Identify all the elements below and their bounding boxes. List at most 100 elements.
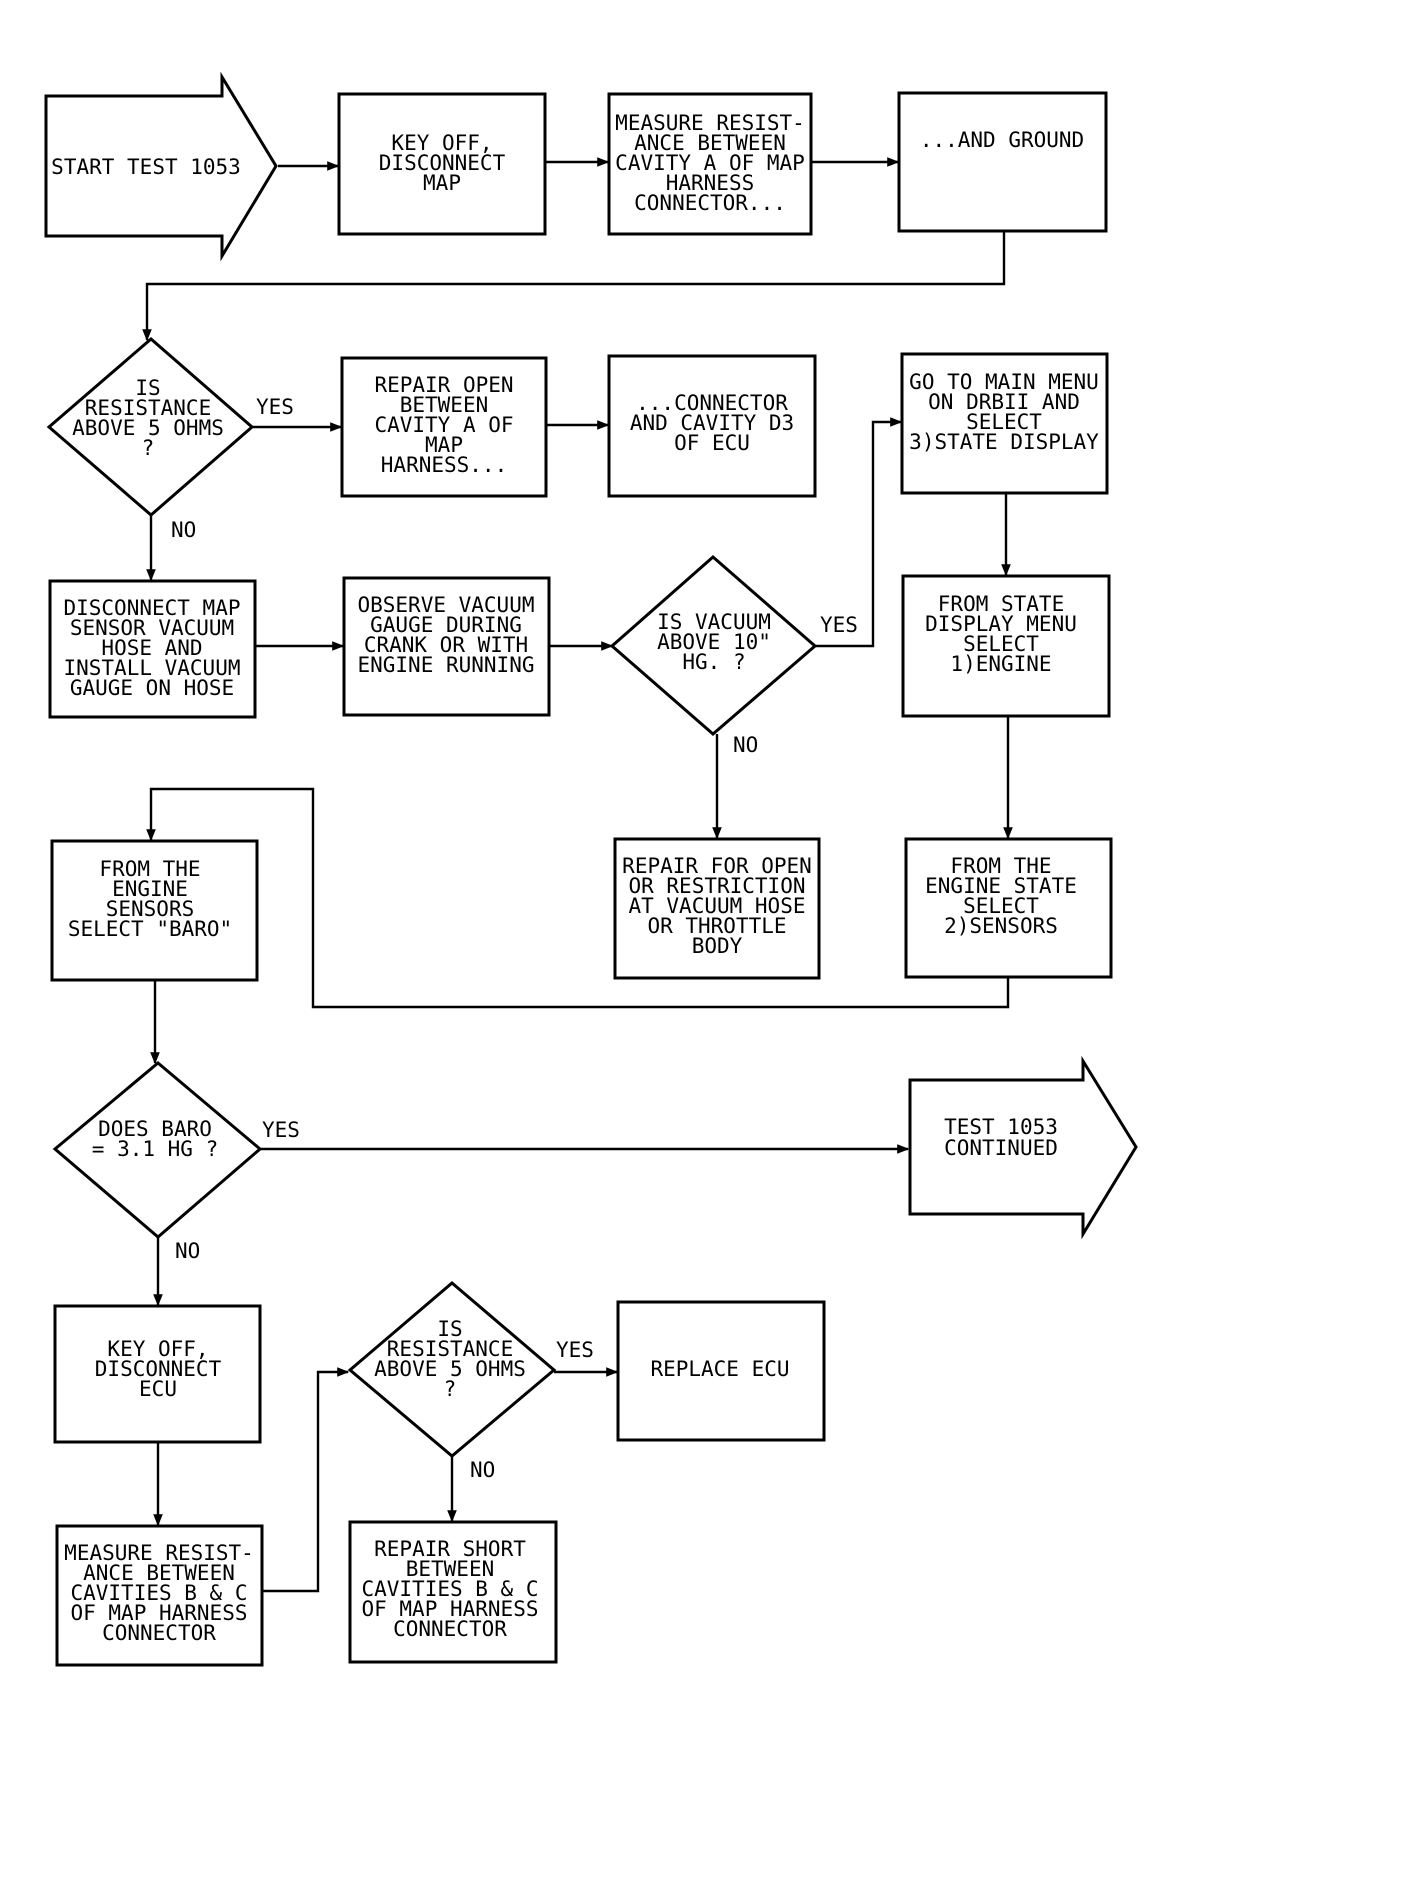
text-line: BETWEEN [406, 1557, 495, 1581]
text-line: CAVITY A OF MAP [615, 151, 805, 175]
branch-labels: YES NO YES NO YES NO YES NO [171, 395, 858, 1482]
text-line: IS [437, 1317, 462, 1341]
text-line: CONNECTOR [393, 1617, 507, 1641]
text-line: CONNECTOR... [634, 191, 786, 215]
text-line: MAP [423, 171, 461, 195]
text-line: START TEST 1053 [51, 155, 241, 179]
no-label-vacuum: NO [733, 733, 758, 757]
text-line: AND CAVITY D3 [630, 411, 794, 435]
connectors [142, 157, 1013, 1593]
text-line: ANCE BETWEEN [83, 1561, 235, 1585]
text-line: IS VACUUM [657, 610, 771, 634]
text-line: HG. ? [682, 650, 745, 674]
decision-baro: DOES BARO= 3.1 HG ? [52, 1061, 263, 1239]
text-line: ABOVE 10" [657, 630, 771, 654]
text-line: DOES BARO [98, 1117, 212, 1141]
text-line: ENGINE STATE [925, 874, 1077, 898]
text-line: ON DRBII AND [928, 390, 1080, 414]
no-label-baro: NO [175, 1239, 200, 1263]
no-label-resistance-2: NO [470, 1458, 495, 1482]
text-line: CRANK OR WITH [364, 633, 528, 657]
text-line: ENGINE [112, 877, 188, 901]
text-line: CONTINUED [944, 1136, 1058, 1160]
text-line: ABOVE 5 OHMS [374, 1357, 526, 1381]
box-replace-ecu-text: REPLACE ECU [650, 1357, 789, 1381]
text-line: SELECT "BARO" [68, 917, 232, 941]
text-line: GO TO MAIN MENU [909, 370, 1099, 394]
text-line: OF ECU [674, 431, 750, 455]
start-terminal: START TEST 1053 [44, 71, 278, 262]
decision-baro-text: DOES BARO= 3.1 HG ? [92, 1117, 218, 1161]
text-line: OR THROTTLE [647, 914, 786, 938]
text-line: FROM THE [99, 857, 200, 881]
box-replace-ecu: REPLACE ECU [616, 1300, 826, 1442]
arrow-measure-bc-to-resistance [262, 1367, 350, 1593]
text-line: 1)ENGINE [950, 652, 1051, 676]
text-line: HOSE AND [101, 636, 202, 660]
text-line: FROM THE [950, 854, 1051, 878]
text-line: REPAIR OPEN [374, 373, 513, 397]
text-line: REPAIR FOR OPEN [622, 854, 812, 878]
text-line: GAUGE ON HOSE [70, 676, 234, 700]
text-line: ABOVE 5 OHMS [72, 416, 224, 440]
box-and-ground-text: ...AND GROUND [920, 128, 1084, 152]
text-line: CAVITIES B & C [70, 1581, 247, 1605]
text-line: RESISTANCE [85, 396, 211, 420]
text-line: GAUGE DURING [370, 613, 522, 637]
text-line: OR RESTRICTION [628, 874, 805, 898]
text-line: ANCE BETWEEN [634, 131, 786, 155]
text-line: REPLACE ECU [650, 1357, 789, 1381]
text-line: IS [135, 376, 160, 400]
yes-label-baro: YES [262, 1118, 300, 1142]
text-line: OF MAP HARNESS [361, 1597, 538, 1621]
text-line: = 3.1 HG ? [92, 1137, 218, 1161]
text-line: ENGINE RUNNING [357, 653, 534, 677]
text-line: 2)SENSORS [944, 914, 1058, 938]
text-line: KEY OFF, [391, 131, 492, 155]
text-line: SELECT [966, 410, 1042, 434]
text-line: INSTALL VACUUM [63, 656, 240, 680]
text-line: SELECT [963, 894, 1039, 918]
yes-label-resistance-2: YES [556, 1338, 594, 1362]
arrow-engine-to-sensors [146, 787, 1010, 1009]
start-text: START TEST 1053 [51, 155, 241, 179]
text-line: DISCONNECT [95, 1357, 222, 1381]
box-and-ground: ...AND GROUND [897, 91, 1108, 233]
text-line: TEST 1053 [944, 1115, 1058, 1139]
arrow-vacuum-yes [815, 417, 903, 648]
text-line: OBSERVE VACUUM [357, 593, 534, 617]
text-line: DISCONNECT MAP [63, 596, 240, 620]
text-line: DISPLAY MENU [925, 612, 1077, 636]
text-line: DISCONNECT [379, 151, 506, 175]
text-line: 3)STATE DISPLAY [909, 430, 1099, 454]
arrow-ground-to-resistance [142, 232, 1006, 342]
